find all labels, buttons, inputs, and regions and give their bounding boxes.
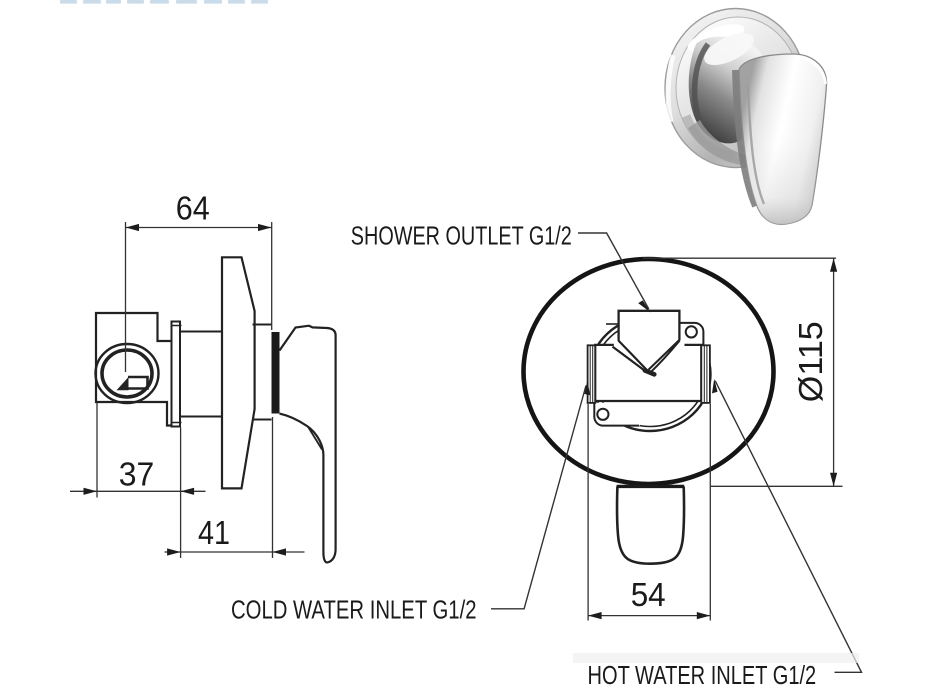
svg-text:54: 54 — [631, 576, 666, 613]
svg-text:HOT WATER INLET G1/2: HOT WATER INLET G1/2 — [588, 660, 817, 686]
svg-text:Ø115: Ø115 — [792, 321, 829, 402]
svg-text:SHOWER OUTLET G1/2: SHOWER OUTLET G1/2 — [351, 221, 572, 251]
svg-text:COLD WATER INLET G1/2: COLD WATER INLET G1/2 — [231, 595, 477, 625]
svg-text:64: 64 — [176, 190, 210, 227]
svg-text:37: 37 — [119, 456, 155, 493]
svg-text:41: 41 — [198, 514, 230, 551]
